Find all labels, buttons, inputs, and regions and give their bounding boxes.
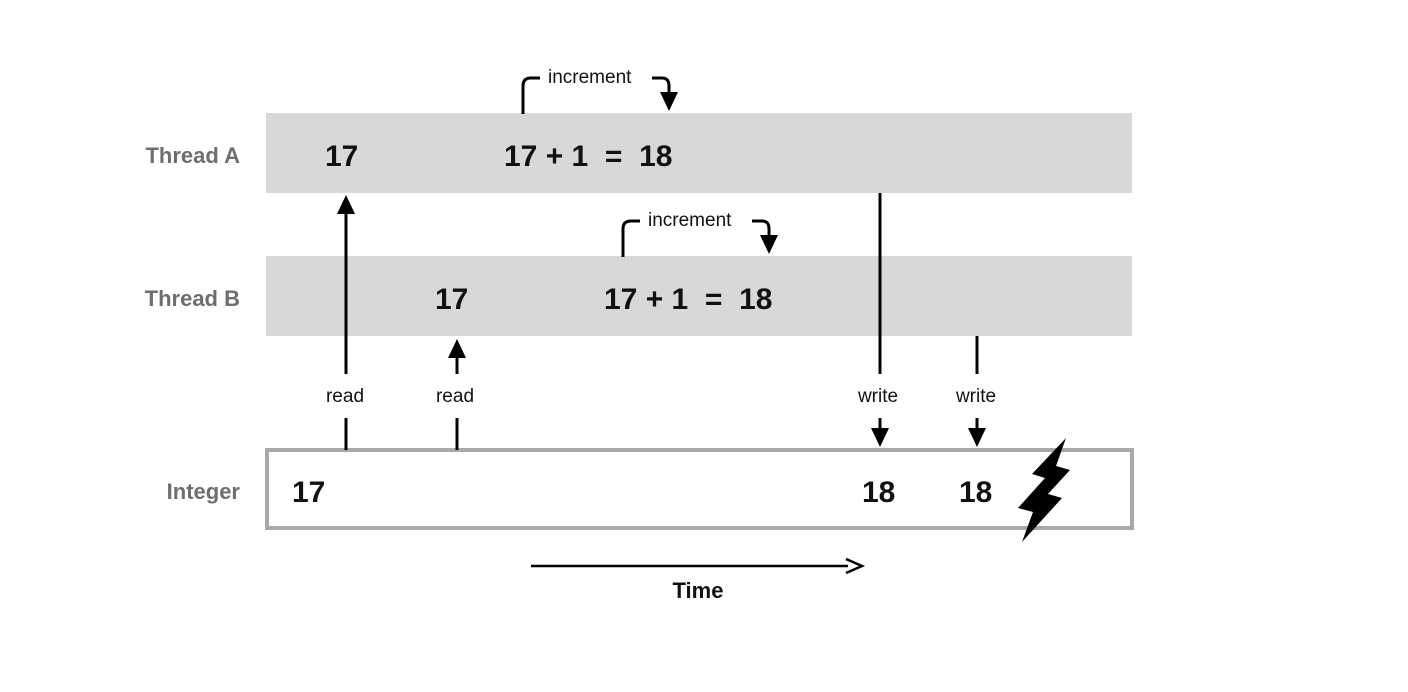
time-arrow: Time (531, 557, 866, 603)
read-label-thread-b: read (436, 386, 474, 407)
write-arrow-thread-b: write (955, 336, 996, 447)
thread-b-lane (266, 256, 1132, 336)
read-arrow-thread-b: read (436, 339, 474, 450)
write-label-thread-a: write (857, 386, 898, 407)
thread-b-increment-bracket: increment (621, 210, 778, 257)
thread-b-read-value: 17 (435, 283, 468, 316)
lightning-bolt-icon (1018, 438, 1070, 542)
thread-b-operation: 17 + 1 = 18 (604, 283, 772, 316)
thread-a-lane (266, 113, 1132, 193)
thread-a-increment-bracket: increment (521, 67, 678, 114)
thread-b-increment-arrowhead (760, 235, 778, 254)
thread-a-label: Thread A (145, 143, 240, 168)
time-label: Time (673, 578, 724, 603)
write-label-thread-b: write (955, 386, 996, 407)
thread-a-increment-arrowhead (660, 92, 678, 111)
integer-value-after-write-b: 18 (959, 476, 992, 509)
write-arrow-thread-a: write (857, 193, 898, 447)
integer-lane (265, 448, 1134, 530)
read-arrow-thread-a: read (326, 195, 364, 450)
integer-value-after-write-a: 18 (862, 476, 895, 509)
integer-initial-value: 17 (292, 476, 325, 509)
thread-b-increment-label: increment (648, 210, 732, 231)
thread-a-operation: 17 + 1 = 18 (504, 140, 672, 173)
integer-label: Integer (167, 479, 241, 504)
thread-a-increment-label: increment (548, 67, 632, 88)
read-label-thread-a: read (326, 386, 364, 407)
thread-b-label: Thread B (145, 286, 240, 311)
thread-a-read-value: 17 (325, 140, 358, 173)
